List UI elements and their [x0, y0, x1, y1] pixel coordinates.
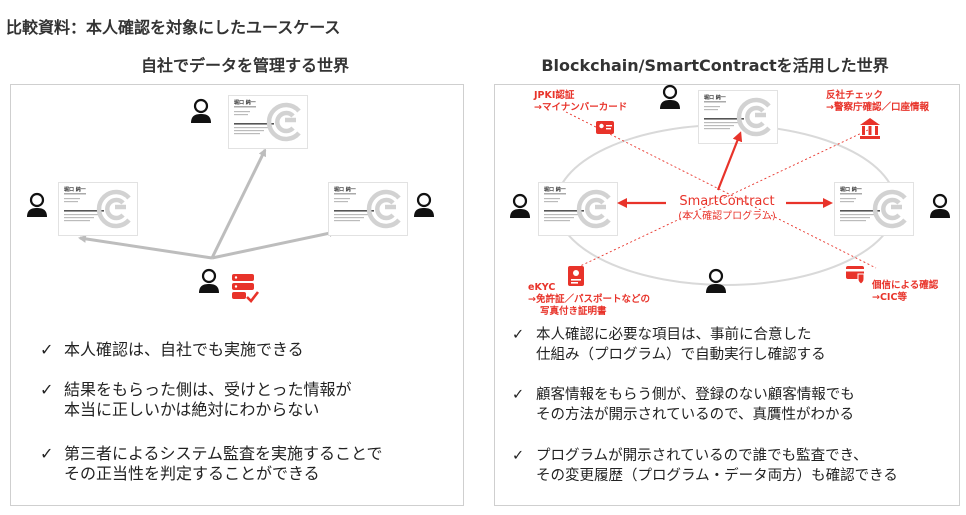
- dotted-connections: [565, 111, 877, 269]
- smartcontract-label: SmartContract (本人確認プログラム): [652, 194, 802, 223]
- bullet-text: 顧客情報をもらう側が、登録のない顧客情報でも: [536, 387, 855, 403]
- check-icon: ✓: [512, 448, 525, 464]
- bullet-text: その正当性を判定することができる: [64, 464, 320, 483]
- right-bullet-2: ✓ 顧客情報をもらう側が、登録のない顧客情報でも その方法が開示されているので、…: [512, 385, 952, 425]
- antisocial-label-line: →警察庁確認／口座情報: [826, 102, 929, 113]
- bullet-text: 本人確認に必要な項目は、事前に合意した: [536, 327, 812, 343]
- right-heading: Blockchain/SmartContractを活用した世界: [541, 56, 889, 75]
- check-icon: ✓: [512, 327, 525, 343]
- smartcontract-subtitle: (本人確認プログラム): [678, 211, 776, 222]
- id-card-icon: [539, 183, 618, 236]
- right-panel: [494, 84, 960, 506]
- jpki-label: JPKI認証 →マイナンバーカード: [534, 90, 627, 114]
- sc-arrow-up: [716, 131, 743, 191]
- arrow-to-left-card: [78, 234, 213, 260]
- ekyc-label-line: 写真付き証明書: [540, 306, 607, 317]
- check-icon: ✓: [40, 444, 54, 463]
- left-bullet-2: ✓ 結果をもらった側は、受けとった情報が 本当に正しいかは絶対にわからない: [40, 380, 450, 420]
- bullet-text: 第三者によるシステム監査を実施することで: [64, 444, 383, 463]
- check-icon: ✓: [512, 387, 525, 403]
- antisocial-label: 反社チェック →警察庁確認／口座情報: [826, 90, 929, 114]
- doc-person-icon: [568, 266, 584, 286]
- left-bullet-3: ✓ 第三者によるシステム監査を実施することで その正当性を判定することができる: [40, 444, 450, 484]
- smartcontract-title: SmartContract: [679, 194, 775, 209]
- bullet-text: 本当に正しいかは絶対にわからない: [64, 400, 320, 419]
- person-icon: [928, 193, 952, 220]
- bank-icon: [860, 118, 880, 139]
- left-heading: 自社でデータを管理する世界: [140, 56, 349, 75]
- arrow-to-right-card: [211, 229, 337, 260]
- bullet-text: プログラムが開示されているので誰でも監査でき、: [536, 448, 868, 464]
- id-card-icon: [596, 121, 614, 134]
- bullet-text: 仕組み（プログラム）で自動実行し確認する: [536, 347, 826, 363]
- arrow-to-top-card: [210, 148, 267, 259]
- id-card-icon: [835, 183, 914, 236]
- right-bullet-1: ✓ 本人確認に必要な項目は、事前に合意した 仕組み（プログラム）で自動実行し確認…: [512, 325, 952, 365]
- person-icon: [508, 193, 532, 220]
- bullet-text: その変更履歴（プログラム・データ両方）も確認できる: [536, 468, 898, 484]
- ekyc-label: eKYC →免許証／パスポートなどの 写真付き証明書: [528, 282, 650, 318]
- right-bullet-3: ✓ プログラムが開示されているので誰でも監査でき、 その変更履歴（プログラム・デ…: [512, 446, 952, 486]
- jpki-label-line: JPKI認証: [534, 90, 575, 101]
- id-card-icon: [699, 91, 778, 144]
- ekyc-label-line: eKYC: [528, 282, 556, 293]
- credit-label-line: →CIC等: [872, 292, 907, 303]
- person-icon: [704, 268, 728, 295]
- check-icon: ✓: [40, 380, 54, 399]
- bullet-text: その方法が開示されているので、真贋性がわかる: [536, 407, 854, 423]
- credit-label-line: 個信による確認: [872, 280, 939, 291]
- bullet-text: 本人確認は、自社でも実施できる: [64, 340, 304, 359]
- check-icon: ✓: [40, 340, 54, 359]
- database-check-icon: [232, 274, 260, 303]
- shield-card-icon: [846, 266, 865, 285]
- ekyc-label-line: →免許証／パスポートなどの: [528, 294, 650, 305]
- left-bullet-1: ✓ 本人確認は、自社でも実施できる: [40, 340, 450, 360]
- person-icon: [658, 84, 682, 111]
- page-title: 比較資料：本人確認を対象にしたユースケース: [6, 18, 341, 37]
- antisocial-label-line: 反社チェック: [826, 90, 884, 101]
- credit-label: 個信による確認 →CIC等: [872, 280, 938, 304]
- jpki-label-line: →マイナンバーカード: [534, 102, 628, 113]
- bullet-text: 結果をもらった側は、受けとった情報が: [64, 380, 352, 399]
